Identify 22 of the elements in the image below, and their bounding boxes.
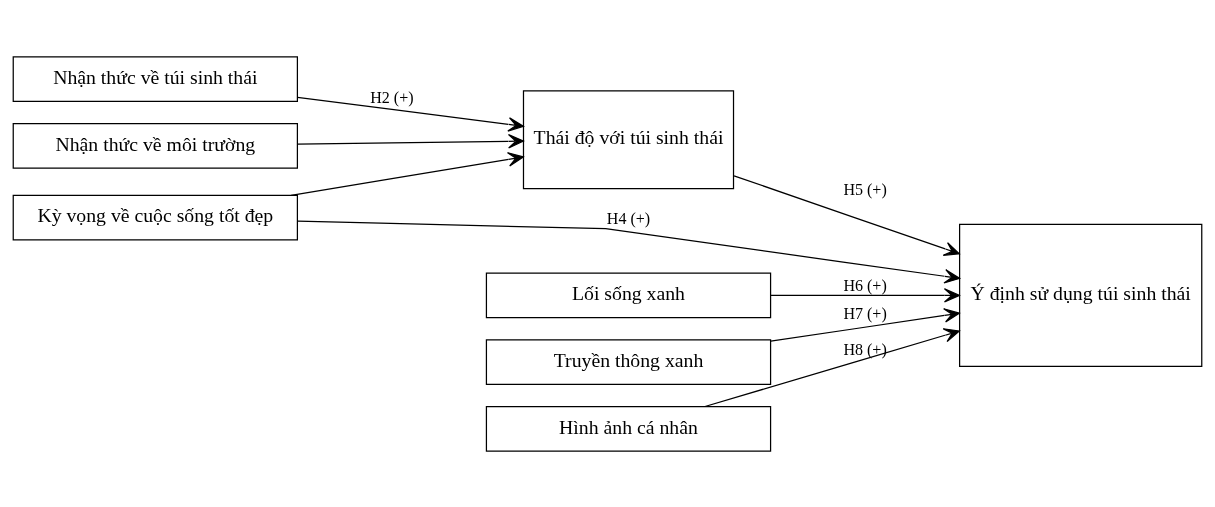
edge-label: H6 (+) xyxy=(843,276,887,294)
arrow xyxy=(770,307,960,342)
node-box: Kỳ vọng về cuộc sống tốt đẹp xyxy=(12,194,298,240)
arrow xyxy=(704,327,961,407)
arrow xyxy=(296,96,525,132)
arrow xyxy=(290,151,524,196)
arrow xyxy=(770,287,960,303)
edge-label: H5 (+) xyxy=(843,180,887,198)
node-box: Truyền thông xanh xyxy=(485,338,772,385)
node-box: Nhận thức về môi trường xyxy=(12,122,298,169)
edge-label: H2 (+) xyxy=(370,88,414,106)
node-box: Nhận thức về túi sinh thái xyxy=(12,55,298,102)
edge-label: H7 (+) xyxy=(843,304,887,322)
arrow xyxy=(296,133,525,149)
node-box: Ý định sử dụng túi sinh thái xyxy=(959,223,1203,367)
node-box: Hình ảnh cá nhân xyxy=(485,405,772,452)
edge-label: H4 (+) xyxy=(606,209,651,227)
node-box: Lối sống xanh xyxy=(485,272,772,318)
arrow xyxy=(297,219,961,284)
node-box: Thái độ với túi sinh thái xyxy=(522,89,735,189)
arrow xyxy=(733,174,961,256)
edge-label: H8 (+) xyxy=(843,340,887,358)
